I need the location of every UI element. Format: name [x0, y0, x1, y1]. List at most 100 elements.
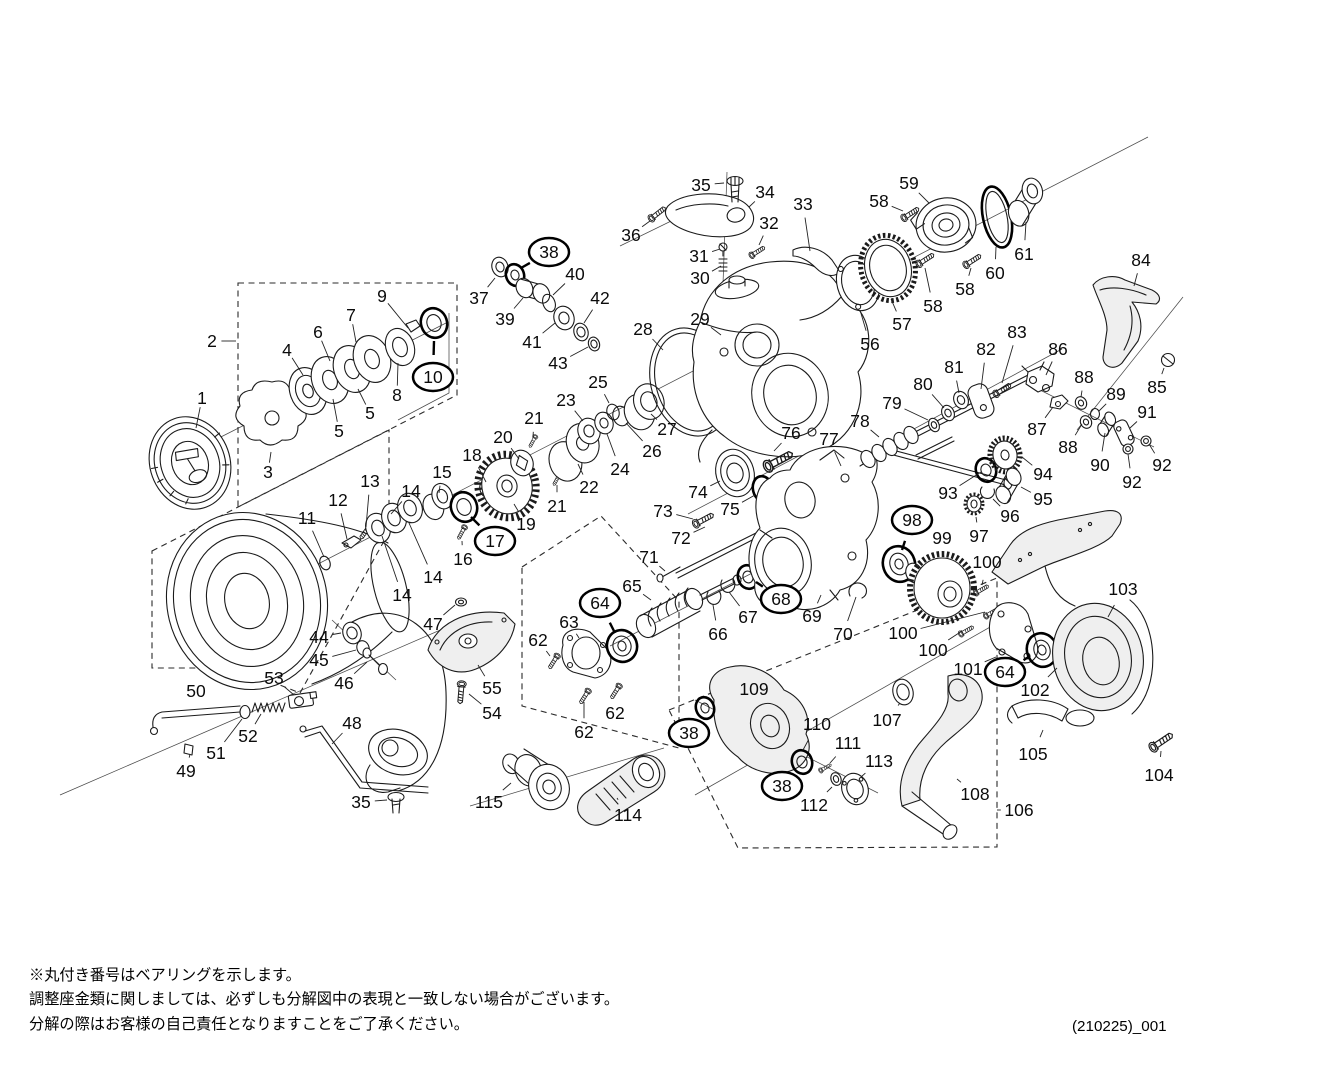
part-label-70: 70: [833, 624, 853, 644]
footnotes: ※丸付き番号はベアリングを示します。 調整座金類に関しましては、必ずしも分解図中…: [29, 964, 619, 1037]
part-label-80: 80: [913, 374, 933, 394]
leader-line: [829, 756, 837, 764]
leader-line: [1020, 486, 1032, 493]
leader-line: [332, 398, 338, 422]
antireverse-86-92-drawing: [1021, 361, 1152, 455]
leader-line: [918, 192, 930, 204]
kick-lever-48-53-drawing: [149, 691, 429, 794]
part-label-37: 37: [469, 288, 488, 308]
part-label-99: 99: [932, 528, 951, 548]
document-code: (210225)_001: [1072, 1018, 1167, 1035]
part-label-93: 93: [938, 483, 957, 503]
part-label-62: 62: [574, 722, 593, 742]
leader-line: [710, 327, 722, 336]
part-label-5: 5: [334, 421, 344, 441]
part-label-109: 109: [739, 679, 768, 699]
bearing-callout-circle: [667, 717, 711, 749]
leader-line: [1098, 403, 1107, 412]
part-label-100: 100: [888, 623, 917, 643]
leader-line: [870, 429, 880, 438]
leader-line: [616, 797, 619, 800]
part-label-38: 38: [772, 776, 791, 796]
leader-line: [408, 522, 428, 565]
part-label-88: 88: [1074, 367, 1093, 387]
leader-line: [569, 346, 589, 357]
leader-line: [826, 786, 833, 793]
part-label-29: 29: [690, 309, 709, 329]
part-label-114: 114: [614, 805, 642, 825]
bearing-callout-circle: [578, 587, 622, 619]
leader-line: [834, 451, 842, 467]
leader-line: [470, 516, 481, 527]
part-label-44: 44: [309, 627, 329, 647]
leader-line: [374, 799, 388, 802]
leader-line: [1039, 729, 1044, 738]
leader-line: [711, 265, 722, 272]
leader-line: [693, 526, 706, 533]
leader-line: [773, 442, 782, 452]
part-label-21: 21: [547, 496, 566, 516]
body-cover-103-105-drawing: [991, 510, 1176, 755]
leader-line: [188, 753, 191, 758]
leader-line: [195, 407, 201, 429]
part-label-38: 38: [679, 723, 698, 743]
leader-line: [332, 649, 357, 657]
leader-line: [748, 201, 756, 208]
part-label-78: 78: [850, 411, 869, 431]
leader-line: [804, 217, 811, 252]
part-label-3: 3: [263, 462, 273, 482]
leader-line: [711, 248, 721, 253]
bearing-10-drawing: [419, 306, 449, 340]
part-label-87: 87: [1027, 419, 1046, 439]
part-label-22: 22: [579, 477, 598, 497]
leader-line: [520, 261, 531, 270]
part-label-82: 82: [976, 339, 995, 359]
leader-line: [487, 277, 496, 288]
part-label-58: 58: [955, 279, 974, 299]
part-label-113: 113: [865, 751, 893, 771]
part-label-55: 55: [482, 678, 501, 698]
leader-line: [1074, 423, 1083, 436]
part-label-19: 19: [516, 514, 535, 534]
leader-line: [975, 516, 978, 523]
leader-line: [478, 467, 487, 483]
part-label-110: 110: [803, 714, 831, 734]
rotor-29-drawing: [691, 260, 870, 463]
handle-106-113-drawing: [694, 665, 983, 840]
leader-line: [642, 593, 652, 601]
leader-line: [353, 661, 368, 675]
part-label-107: 107: [872, 710, 901, 730]
handle-shank-114-115-drawing: [502, 748, 666, 826]
gear-stack-22-27-drawing: [548, 383, 665, 482]
leader-line: [510, 447, 520, 460]
part-label-69: 69: [802, 606, 821, 626]
leader-line: [891, 205, 904, 212]
part-label-115: 115: [475, 792, 503, 812]
part-label-86: 86: [1048, 339, 1067, 359]
part-label-42: 42: [590, 288, 609, 308]
part-label-94: 94: [1033, 464, 1053, 484]
part-label-102: 102: [1020, 680, 1049, 700]
part-label-6: 6: [313, 322, 323, 342]
leader-line: [1148, 443, 1156, 454]
part-label-108: 108: [960, 784, 989, 804]
leader-line: [1047, 667, 1058, 678]
leader-line: [924, 267, 931, 293]
part-label-71: 71: [639, 547, 658, 567]
part-label-58: 58: [923, 296, 942, 316]
leader-line: [942, 551, 945, 558]
clutch-56-61-drawing: [835, 177, 1044, 312]
group-box-spool-assembly: [151, 429, 390, 694]
part-label-84: 84: [1131, 250, 1151, 270]
part-label-18: 18: [462, 445, 481, 465]
leader-line: [1127, 453, 1131, 469]
part-label-62: 62: [605, 703, 624, 723]
leader-line: [968, 267, 972, 276]
part-label-61: 61: [1014, 244, 1033, 264]
leader-line: [331, 732, 343, 745]
part-label-104: 104: [1144, 765, 1173, 785]
guard-54-55-drawing: [427, 597, 516, 705]
leader-line: [1160, 750, 1162, 757]
